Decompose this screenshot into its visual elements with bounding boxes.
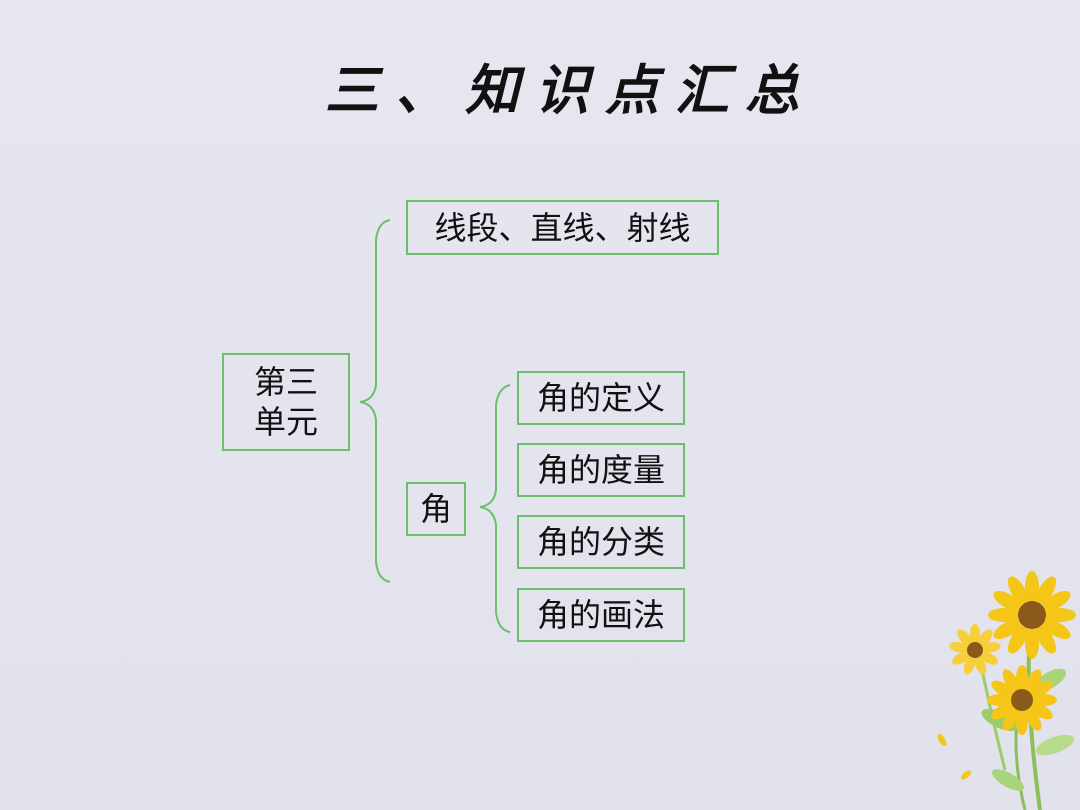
node-angle-measurement: 角的度量: [517, 443, 685, 497]
node-angle: 角: [406, 482, 466, 536]
node-line-segments: 线段、直线、射线: [406, 200, 719, 255]
node-root-line2: 单元: [253, 403, 318, 441]
node-root: 第三 单元: [222, 353, 350, 451]
node-angle-drawing: 角的画法: [517, 588, 685, 642]
node-root-line1: 第三: [253, 363, 318, 401]
sunflower-decoration-icon: [937, 571, 1076, 810]
node-angle-definition: 角的定义: [517, 371, 685, 425]
slide-title: 三、知识点汇总: [325, 58, 815, 122]
node-angle-classification: 角的分类: [517, 515, 685, 569]
sub-bracket: [479, 384, 511, 633]
main-bracket: [359, 219, 391, 583]
